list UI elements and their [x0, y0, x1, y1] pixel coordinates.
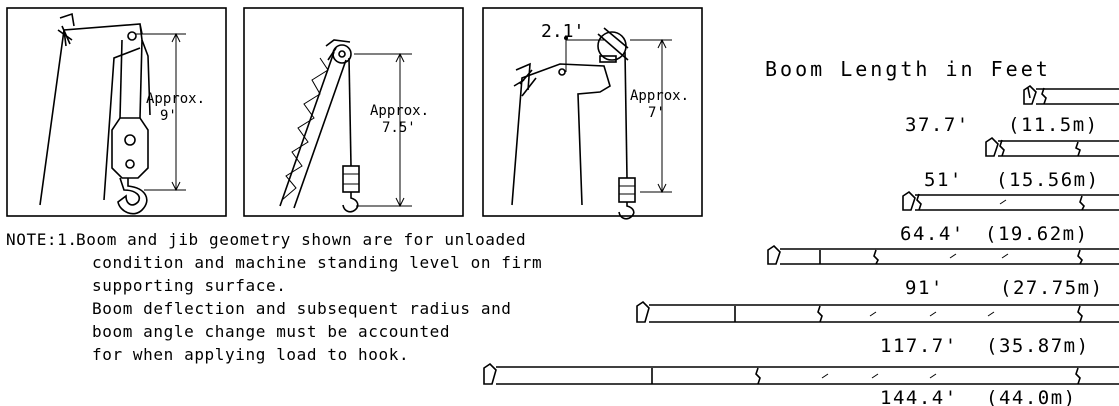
boom-length-feet: 144.4': [880, 387, 958, 406]
hoist-line: [139, 39, 143, 119]
boom-length-meters: (27.75m): [1000, 277, 1104, 299]
boom-length-feet: 117.7': [880, 335, 958, 357]
sheave-pin: [127, 31, 137, 41]
panel-main-boom-head: Approx. 9': [6, 7, 227, 217]
boom-length-meters: (35.87m): [986, 335, 1090, 357]
hook-icon: [342, 192, 359, 213]
boom-tip-outline: [511, 63, 611, 206]
panel3-dimension-value: 7': [648, 105, 665, 121]
panel2-dimension-label: Approx.: [370, 103, 429, 119]
boom-tip-bracket: [57, 12, 75, 45]
sheave-pin: [558, 68, 566, 76]
boom-sketch-64-4: [902, 190, 1119, 211]
hoist-line: [624, 51, 628, 179]
boom-length-labels: 37.7' (11.5m) 51' (15.56m) 64.4' (19.62m…: [880, 114, 1104, 406]
boom-length-meters: (44.0m): [986, 387, 1077, 406]
hoist-line: [119, 39, 123, 119]
note-line: Boom and jib geometry shown are for unlo…: [76, 230, 526, 249]
panel-frame: [243, 7, 464, 217]
note-block: NOTE:1. Boom and jib geometry shown are …: [6, 230, 542, 364]
panel-frame: [482, 7, 703, 217]
boom-illustrations: [483, 84, 1119, 385]
panel-frame: [6, 7, 227, 217]
boom-length-meters: (19.62m): [985, 223, 1089, 245]
boom-length-feet: 37.7': [905, 114, 970, 136]
jib-lattice: [281, 57, 329, 201]
hook-icon: [117, 177, 148, 215]
hook-block: [111, 117, 149, 179]
offset-dimension-value: 2.1': [541, 21, 584, 42]
boom-length-meters: (15.56m): [996, 169, 1100, 191]
hoist-line: [348, 57, 352, 167]
note-line: Boom deflection and subsequent radius an…: [92, 299, 512, 318]
boom-length-meters: (11.5m): [1008, 114, 1099, 136]
boom-length-feet: 91': [905, 277, 944, 299]
boom-sketch-37-7: [1023, 84, 1119, 105]
boom-sketch-91: [767, 244, 1119, 265]
note-line: condition and machine standing level on …: [92, 253, 542, 272]
panel2-dimension-value: 7.5': [382, 120, 416, 136]
note-line: for when applying load to hook.: [92, 345, 409, 364]
boom-sketch-117-7: [636, 300, 1119, 323]
note-line: boom angle change must be accounted: [92, 322, 450, 341]
boom-tip-bracket: [513, 62, 531, 91]
overhaul-ball: [618, 177, 636, 203]
boom-length-feet: 64.4': [900, 223, 965, 245]
boom-inner-line: [103, 47, 141, 201]
boom-length-feet: 51': [924, 169, 963, 191]
boom-length-title: Boom Length in Feet: [765, 57, 1051, 81]
note-prefix: NOTE:1.: [6, 230, 78, 249]
hook-icon: [618, 202, 635, 220]
block-sheave: [124, 134, 136, 146]
block-pin: [125, 159, 135, 169]
panel1-dimension-label: Approx.: [146, 91, 205, 107]
overhaul-ball: [342, 165, 360, 193]
panel3-dimension-label: Approx.: [630, 88, 689, 104]
jib-sheave: [332, 44, 352, 64]
panel-jib-head: Approx. 7.5': [243, 7, 464, 217]
boom-sketch-51: [985, 136, 1119, 157]
panel-auxiliary-head: 2.1' Approx. 7': [482, 7, 703, 220]
panel1-dimension-value: 9': [160, 108, 177, 124]
boom-sketch-144-4: [483, 362, 1119, 385]
note-line: supporting surface.: [92, 276, 286, 295]
